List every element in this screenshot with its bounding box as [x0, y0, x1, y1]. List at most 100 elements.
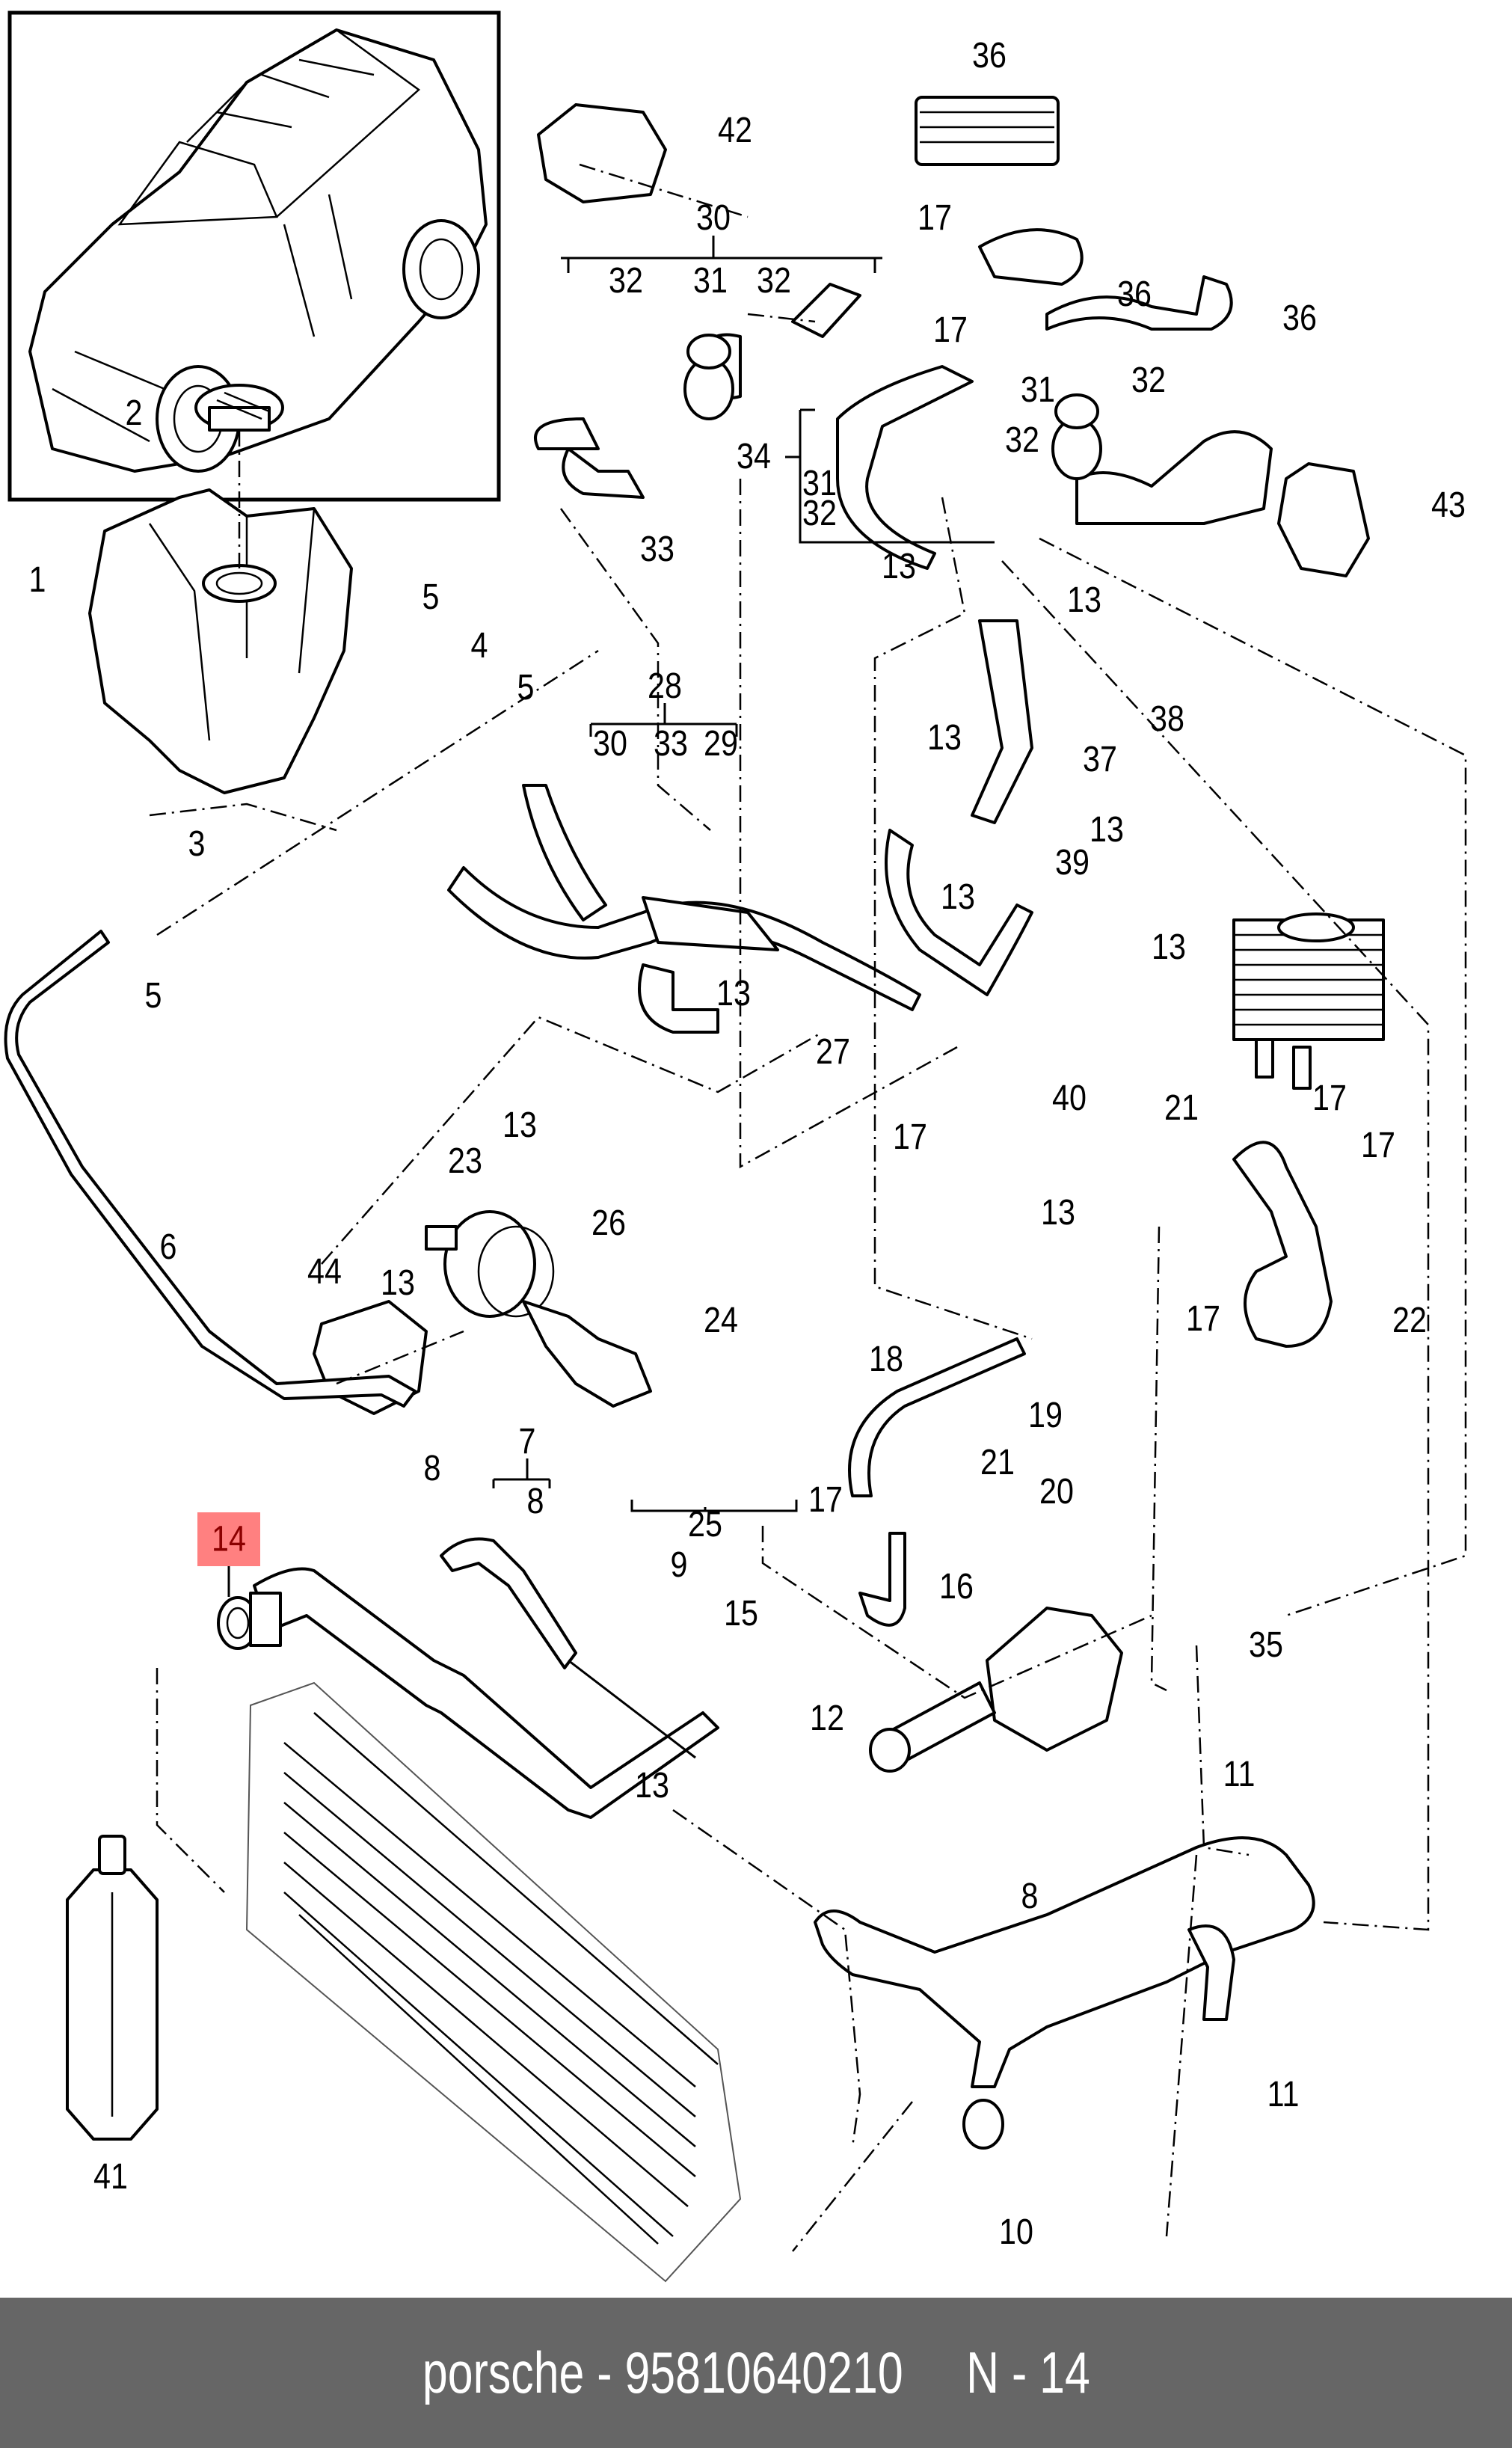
callout-43: 43 [1431, 485, 1466, 525]
callout-33: 33 [640, 530, 674, 569]
callout-6: 6 [159, 1227, 177, 1267]
hose-7 [440, 1537, 577, 1669]
bracket-24 [522, 1300, 652, 1408]
callout-13: 13 [941, 877, 975, 917]
upper-hose-assembly [534, 96, 1273, 570]
callout-17: 17 [893, 1117, 927, 1157]
callout-38: 38 [1150, 699, 1184, 739]
pipe-rod [568, 1659, 696, 1759]
callout-18: 18 [869, 1340, 903, 1379]
callout-42: 42 [718, 111, 752, 150]
coolant-bottle [66, 1835, 159, 2141]
callout-13: 13 [1067, 580, 1101, 620]
diagram-artwork [4, 10, 1467, 2283]
footer-text: porsche - 95810640210 N - 14 [422, 2339, 1090, 2407]
callout-25: 25 [688, 1505, 722, 1544]
callout-30: 30 [696, 198, 731, 238]
callout-31: 31 [802, 464, 837, 503]
callout-31: 31 [693, 261, 728, 301]
callout-12: 12 [810, 1699, 844, 1738]
highlight-box-part-14[interactable] [197, 1512, 260, 1566]
callout-36: 36 [972, 36, 1007, 76]
callout-2: 2 [125, 393, 143, 433]
callout-17: 17 [1312, 1079, 1347, 1118]
part-info-footer: porsche - 95810640210 N - 14 [0, 2298, 1512, 2448]
callout-13: 13 [927, 718, 962, 758]
position-label: N - 14 [965, 2340, 1090, 2405]
callout-5: 5 [517, 668, 535, 708]
callout-13: 13 [503, 1105, 537, 1145]
callout-14-highlighted[interactable]: 14 [212, 1519, 246, 1559]
callout-13: 13 [1152, 927, 1186, 967]
callout-32: 32 [1005, 420, 1039, 460]
radiator [245, 1681, 742, 2283]
hose-22 [1232, 1141, 1333, 1348]
reservoir-cap [194, 384, 284, 432]
pump-23 [425, 1210, 555, 1318]
callout-17: 17 [808, 1480, 843, 1520]
callout-10: 10 [999, 2212, 1033, 2252]
callout-40: 40 [1052, 1079, 1087, 1118]
callout-20: 20 [1039, 1472, 1074, 1512]
callout-19: 19 [1028, 1396, 1063, 1435]
callout-32: 32 [802, 494, 837, 533]
parts-diagram: 14 36 42 30 17 32 31 32 36 17 36 2 31 32… [4, 10, 1467, 2283]
callout-21: 21 [980, 1443, 1015, 1482]
callout-16: 16 [939, 1567, 974, 1607]
callout-13: 13 [1090, 810, 1124, 850]
callout-36: 36 [1282, 298, 1317, 338]
callout-35: 35 [1249, 1625, 1283, 1665]
callout-13: 13 [716, 974, 751, 1013]
callout-17: 17 [933, 310, 968, 350]
callout-31: 31 [1021, 370, 1055, 410]
connection-lines [149, 163, 1467, 2252]
callout-26: 26 [591, 1203, 626, 1243]
callout-28: 28 [648, 666, 682, 706]
callout-37: 37 [1083, 740, 1117, 779]
callout-27: 27 [816, 1032, 850, 1072]
callout-8: 8 [1021, 1877, 1039, 1916]
callout-17: 17 [918, 198, 952, 238]
callout-30: 30 [593, 724, 627, 764]
callout-34: 34 [737, 437, 771, 476]
callout-32: 32 [757, 261, 791, 301]
callout-24: 24 [704, 1301, 738, 1340]
cover-part-43 [1277, 462, 1370, 577]
callout-13: 13 [882, 547, 916, 586]
expansion-tank [88, 488, 353, 794]
lower-hose-10 [814, 1836, 1315, 2150]
callout-1: 1 [28, 560, 46, 600]
callout-7: 7 [518, 1422, 536, 1461]
hose-16 [858, 1532, 906, 1627]
callout-13: 13 [1041, 1193, 1075, 1233]
part-number: 95810640210 [624, 2340, 903, 2405]
callout-44: 44 [307, 1252, 342, 1292]
callout-36: 36 [1117, 274, 1152, 314]
callout-41: 41 [93, 2157, 128, 2197]
callout-17: 17 [1186, 1299, 1220, 1339]
pipe-18 [848, 1337, 1026, 1497]
callout-8: 8 [526, 1482, 544, 1521]
callout-5: 5 [422, 577, 440, 617]
pipe-assembly-28 [447, 784, 921, 1034]
callout-21: 21 [1164, 1088, 1199, 1128]
callout-4: 4 [470, 626, 488, 666]
callout-13: 13 [635, 1766, 669, 1806]
callout-11: 11 [1267, 2075, 1300, 2114]
callout-33: 33 [654, 724, 688, 764]
callout-8: 8 [423, 1449, 441, 1488]
callout-23: 23 [448, 1141, 482, 1181]
spacer [903, 2340, 966, 2405]
callout-29: 29 [704, 724, 738, 764]
callout-15: 15 [724, 1594, 758, 1633]
hose-14 [217, 1567, 719, 1819]
callout-32: 32 [1131, 361, 1166, 400]
callout-5: 5 [144, 976, 162, 1016]
group-brackets [492, 236, 995, 1512]
oil-cooler [1232, 912, 1385, 1090]
cover-part-42 [537, 103, 667, 203]
callout-13: 13 [381, 1263, 415, 1303]
callout-32: 32 [609, 261, 643, 301]
callout-9: 9 [670, 1545, 688, 1585]
pipe-37 [885, 619, 1033, 996]
